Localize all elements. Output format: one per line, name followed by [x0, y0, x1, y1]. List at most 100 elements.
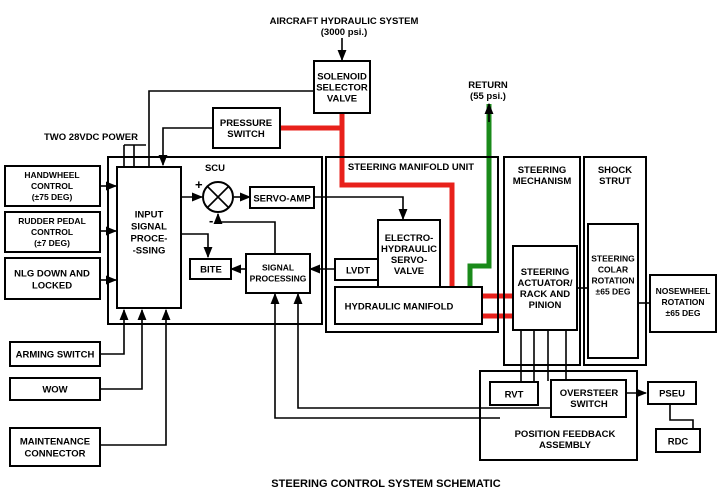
- arming-switch-box: [9, 341, 101, 367]
- oversteer-line-1: OVERSTEER: [560, 388, 619, 399]
- input-processing-line-4: -SSING: [133, 245, 166, 256]
- pseu-line-1: PSEU: [659, 388, 685, 399]
- steering-actuator-box: [512, 245, 578, 331]
- steering-colar-line-4: ±65 DEG: [596, 286, 631, 296]
- arming-switch-line-1: ARMING SWITCH: [16, 349, 95, 360]
- oversteer-line-2: SWITCH: [570, 399, 608, 410]
- signal-processing-line-2: PROCESSING: [250, 273, 307, 283]
- rdc-label: RDC: [668, 436, 689, 447]
- steering-mechanism-label-line2: MECHANISM: [513, 176, 572, 187]
- ehsv-line-2: HYDRAULIC: [381, 244, 437, 255]
- steering-actuator-line-4: PINION: [529, 300, 562, 311]
- pseu-label: PSEU: [659, 388, 685, 399]
- solenoid-line-1: SOLENOID: [317, 71, 367, 82]
- wow-box: [9, 377, 101, 401]
- servo-amp-label: SERVO-AMP: [253, 193, 311, 204]
- ehsv-line-3: SERVO-: [391, 255, 427, 266]
- steering-actuator-line-2: ACTUATOR/: [517, 278, 572, 289]
- hydraulic-manifold-box: [334, 286, 483, 325]
- handwheel-line-1: HANDWHEEL: [24, 170, 79, 180]
- pressure-switch-line-2: SWITCH: [227, 129, 265, 140]
- bite-line-1: BITE: [200, 264, 222, 275]
- handwheel-line-3: (±75 DEG): [32, 192, 73, 202]
- rdc-line-1: RDC: [668, 436, 689, 447]
- rudder-pedal-line-2: CONTROL: [31, 227, 73, 237]
- steering-colar-line-3: ROTATION: [591, 275, 634, 285]
- nosewheel-line-1: NOSEWHEEL: [656, 286, 711, 296]
- signal-processing-line-1: SIGNAL: [262, 262, 294, 272]
- scu-label: SCU: [205, 163, 225, 174]
- rvt-line-1: RVT: [505, 389, 524, 400]
- shock-strut-frame: [583, 156, 647, 366]
- rudder-pedal-line-1: RUDDER PEDAL: [18, 216, 86, 226]
- ehsv-line-1: ELECTRO-: [385, 233, 434, 244]
- solenoid-line-3: VALVE: [327, 93, 357, 104]
- input-processing-line-2: SIGNAL: [131, 221, 167, 232]
- schematic-caption: STEERING CONTROL SYSTEM SCHEMATIC: [271, 478, 500, 490]
- summing-junction: + -: [195, 177, 234, 228]
- hydraulic-manifold-label: HYDRAULIC MANIFOLD: [345, 301, 454, 312]
- wow-line-1: WOW: [42, 384, 67, 395]
- nlg-down-line-1: NLG DOWN AND: [14, 268, 90, 279]
- steering-mechanism-frame: [503, 156, 581, 366]
- input-signal-processing-box: [116, 166, 182, 309]
- lvdt-line-1: LVDT: [346, 265, 370, 276]
- rdc-box: [655, 428, 701, 453]
- rvt-label: RVT: [505, 389, 524, 400]
- maintenance-line-2: CONNECTOR: [24, 448, 85, 459]
- bite-box: [189, 258, 232, 280]
- rudder-pedal-line-3: (±7 DEG): [34, 238, 70, 248]
- aircraft-hydraulic-pressure-label: (3000 psi.): [321, 27, 367, 38]
- servo-amp-line-1: SERVO-AMP: [253, 193, 311, 204]
- steering-actuator-line-1: STEERING: [521, 267, 570, 278]
- handwheel-line-2: CONTROL: [31, 181, 73, 191]
- steering-manifold-unit-frame: [325, 156, 499, 333]
- wow-label: WOW: [42, 384, 67, 395]
- ehsv-line-4: VALVE: [394, 266, 424, 277]
- plus-sign: +: [195, 177, 203, 192]
- position-feedback-frame: [479, 370, 638, 461]
- nosewheel-line-3: ±65 DEG: [666, 308, 701, 318]
- pressure-switch-box: [212, 107, 281, 149]
- steering-manifold-unit-label: STEERING MANIFOLD UNIT: [348, 162, 474, 173]
- minus-sign: -: [209, 213, 213, 228]
- position-feedback-label-line1: POSITION FEEDBACK: [515, 429, 616, 440]
- maintenance-line-1: MAINTENANCE: [20, 436, 90, 447]
- signal-processing-box: [245, 253, 311, 294]
- shock-strut-label-line1: SHOCK: [598, 165, 632, 176]
- nosewheel-line-2: ROTATION: [661, 297, 704, 307]
- hydraulic-manifold-line-1: HYDRAULIC MANIFOLD: [345, 301, 454, 312]
- steering-actuator-line-3: RACK AND: [520, 289, 570, 300]
- rudder-pedal-control-box: [4, 211, 101, 253]
- nlg-down-line-2: LOCKED: [32, 280, 72, 291]
- return-pressure-label: (55 psi.): [470, 91, 506, 102]
- position-feedback-label-line2: ASSEMBLY: [539, 440, 592, 451]
- solenoid-selector-valve-box: [313, 60, 371, 114]
- bite-label: BITE: [200, 264, 222, 275]
- nlg-down-locked-box: [4, 257, 101, 300]
- oversteer-switch-box: [550, 379, 627, 418]
- solenoid-line-2: SELECTOR: [316, 82, 368, 93]
- servo-amp-box: [249, 186, 315, 209]
- steering-colar-line-1: STEERING: [591, 253, 635, 263]
- steering-colar-line-2: COLAR: [598, 264, 628, 274]
- steering-colar-rotation-box: [587, 223, 639, 359]
- steering-mechanism-label-line1: STEERING: [518, 165, 567, 176]
- input-processing-line-1: INPUT: [135, 209, 164, 220]
- pseu-box: [647, 381, 697, 405]
- signal-wires: [100, 38, 694, 446]
- aircraft-hydraulic-system-label: AIRCRAFT HYDRAULIC SYSTEM: [270, 16, 419, 27]
- electro-hydraulic-servo-valve-box: [377, 219, 441, 289]
- input-processing-line-3: PROCE-: [131, 233, 168, 244]
